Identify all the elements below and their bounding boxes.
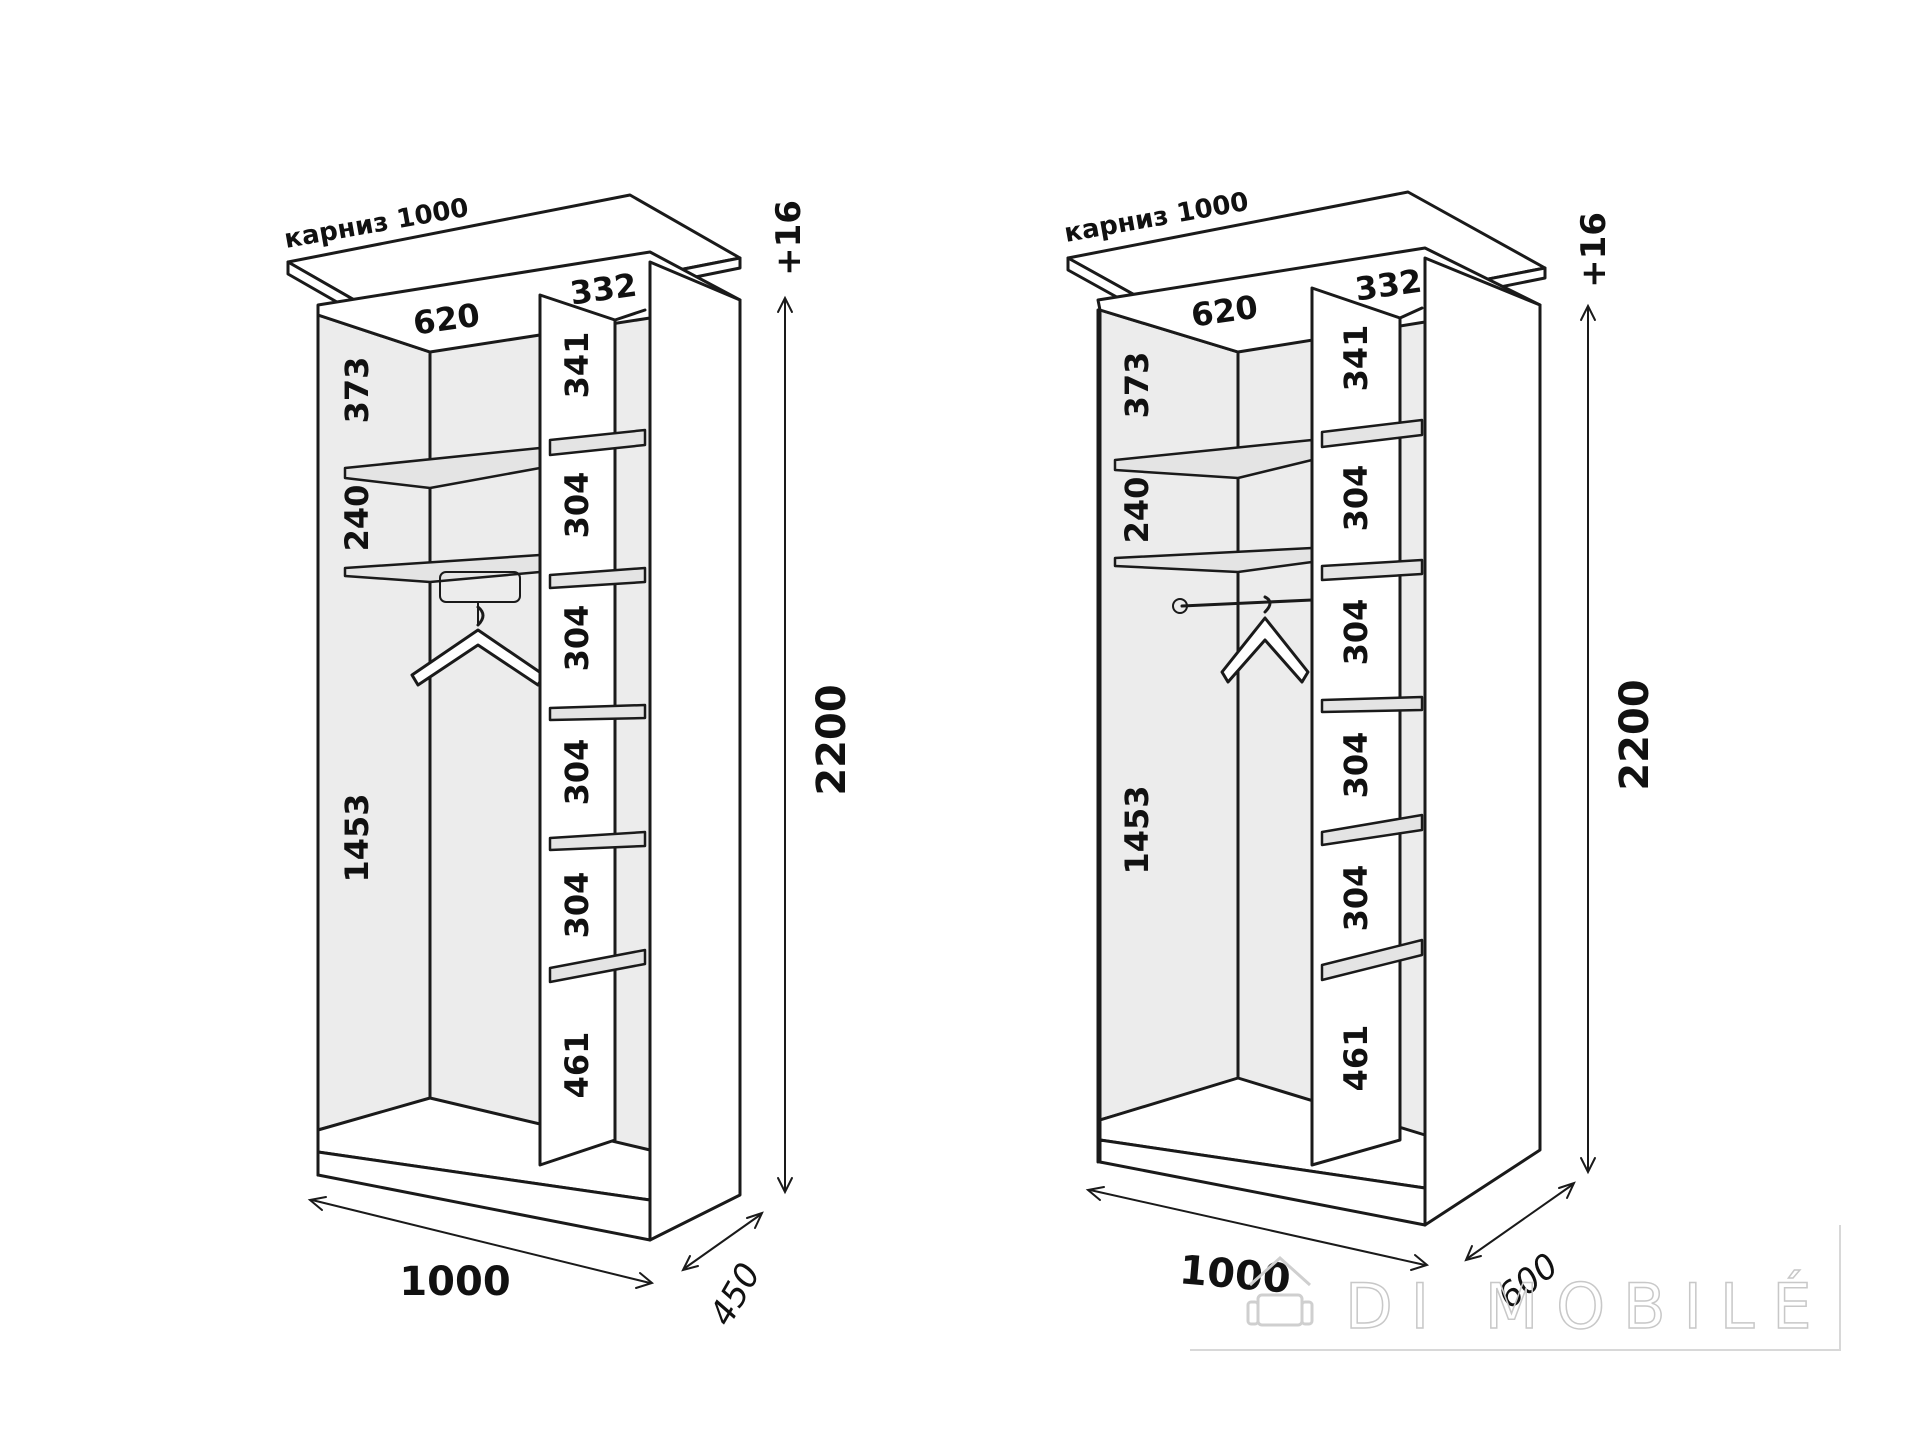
dim-left-bottom: 1453 xyxy=(1118,785,1156,874)
shelf-right-3 xyxy=(1320,695,1424,714)
shelf-left-1 xyxy=(1113,438,1314,480)
shelf-right-1 xyxy=(548,428,647,457)
shelf-left-2 xyxy=(343,553,542,584)
dim-left-mid: 240 xyxy=(1118,477,1156,544)
dim-left-bottom: 1453 xyxy=(338,793,376,882)
middle-partition xyxy=(1310,286,1402,1167)
shelf-right-3 xyxy=(548,703,647,722)
dim-top-depth: 620 xyxy=(411,296,482,343)
width-dimension-line xyxy=(311,1199,651,1284)
carcass-plinth xyxy=(1098,1138,1427,1227)
dim-side-top: 332 xyxy=(568,266,639,313)
rail-hanger-icon xyxy=(1172,595,1314,684)
dim-right-3: 304 xyxy=(1337,599,1375,666)
shelf-left-1 xyxy=(343,446,542,490)
dim-right-2: 304 xyxy=(558,472,596,539)
shelf-right-2 xyxy=(1320,558,1424,582)
left-wall-inner xyxy=(316,313,432,1132)
dim-plus: +16 xyxy=(1574,212,1614,288)
shelf-right-5 xyxy=(1320,938,1424,982)
dim-left-mid: 240 xyxy=(338,485,376,552)
dim-right-4: 304 xyxy=(558,739,596,806)
watermark: DI MOBILÉ xyxy=(1190,1225,1841,1351)
dim-right-6: 461 xyxy=(1337,1025,1375,1092)
dim-left-top: 373 xyxy=(1118,352,1156,419)
shelf-right-5 xyxy=(548,948,647,984)
dim-right-2: 304 xyxy=(1337,465,1375,532)
dim-right-5: 304 xyxy=(558,872,596,939)
depth-dimension-line xyxy=(1467,1184,1573,1259)
dim-left-top: 373 xyxy=(338,357,376,424)
wardrobe-600: 620 332 373 240 1453 341 304 304 304 304… xyxy=(1062,187,1658,1317)
carcass-right-side xyxy=(1423,256,1542,1227)
hanger-body xyxy=(1220,616,1310,684)
dim-width: 1000 xyxy=(399,1259,510,1305)
carcass-right-side xyxy=(648,260,742,1242)
shelf-right-2 xyxy=(548,566,647,590)
depth-dimension-line xyxy=(684,1214,761,1269)
dim-right-1: 341 xyxy=(1337,325,1375,392)
dim-side-top: 332 xyxy=(1353,262,1424,309)
shelf-right-4 xyxy=(548,830,647,852)
dim-right-6: 461 xyxy=(558,1032,596,1099)
dim-depth: 450 xyxy=(702,1256,769,1332)
shelf-right-4 xyxy=(1320,813,1424,847)
middle-partition xyxy=(538,293,617,1167)
dim-right-4: 304 xyxy=(1337,732,1375,799)
watermark-text: DI MOBILÉ xyxy=(1345,1270,1830,1343)
dim-height: 2200 xyxy=(809,684,855,795)
dim-right-3: 304 xyxy=(558,605,596,672)
shelf-left-2 xyxy=(1113,546,1314,574)
dim-right-5: 304 xyxy=(1337,865,1375,932)
left-wall-inner xyxy=(1098,308,1240,1122)
carcass-bottom xyxy=(1098,1076,1427,1190)
dim-top-depth: 620 xyxy=(1189,288,1260,335)
shelf-right-1 xyxy=(1320,418,1424,449)
dim-plus: +16 xyxy=(769,200,809,276)
sofa-house-icon xyxy=(1246,1255,1314,1327)
width-dimension-line xyxy=(1089,1189,1426,1266)
dim-height: 2200 xyxy=(1612,679,1658,790)
dim-right-1: 341 xyxy=(558,332,596,399)
wardrobe-450: 620 332 373 240 1453 341 304 304 304 304… xyxy=(282,193,855,1333)
